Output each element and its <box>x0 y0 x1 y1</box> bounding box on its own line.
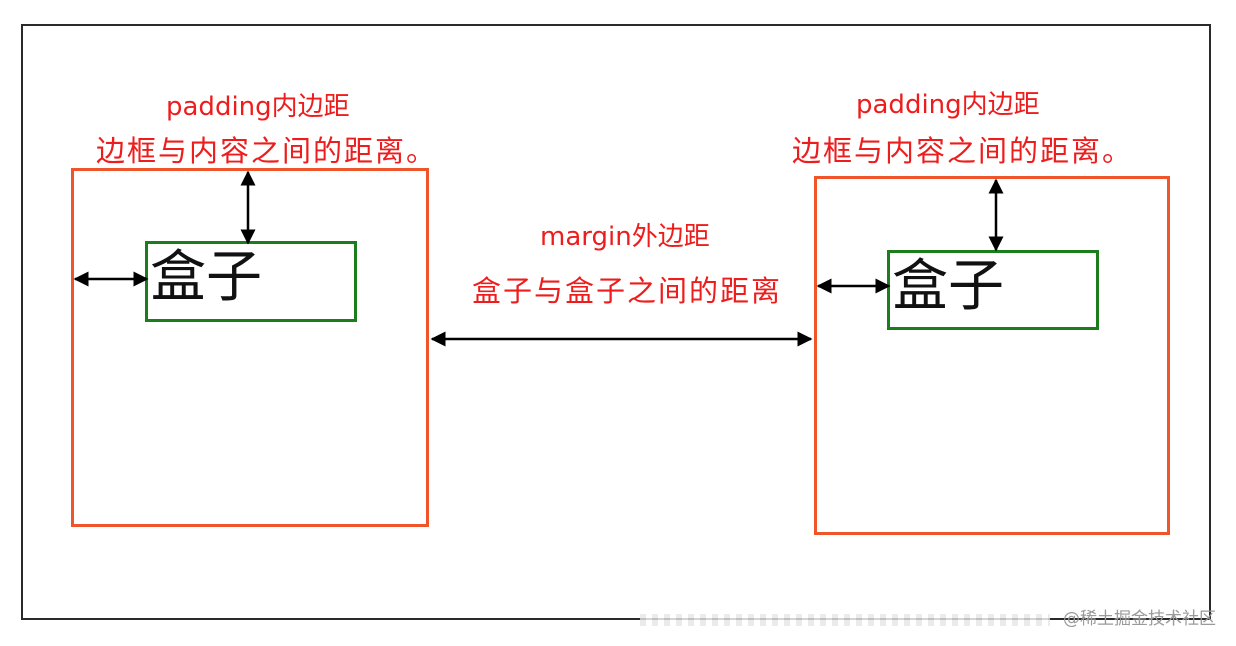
left-padding-description: 边框与内容之间的距离。 <box>96 134 438 168</box>
left-content-box: 盒子 <box>145 241 357 322</box>
margin-description: 盒子与盒子之间的距离 <box>472 274 783 308</box>
left-border-box <box>71 168 429 527</box>
right-border-box <box>814 176 1170 535</box>
left-content-text: 盒子 <box>150 245 262 310</box>
left-padding-title: padding内边距 <box>166 92 350 122</box>
right-content-box: 盒子 <box>887 250 1099 330</box>
right-padding-description: 边框与内容之间的距离。 <box>792 134 1134 168</box>
faded-dash-strip <box>640 614 1050 626</box>
right-padding-title: padding内边距 <box>856 90 1040 120</box>
diagram-frame <box>21 24 1211 620</box>
margin-title: margin外边距 <box>540 222 710 252</box>
right-content-text: 盒子 <box>892 254 1004 319</box>
watermark: @稀土掘金技术社区 <box>1063 609 1216 629</box>
